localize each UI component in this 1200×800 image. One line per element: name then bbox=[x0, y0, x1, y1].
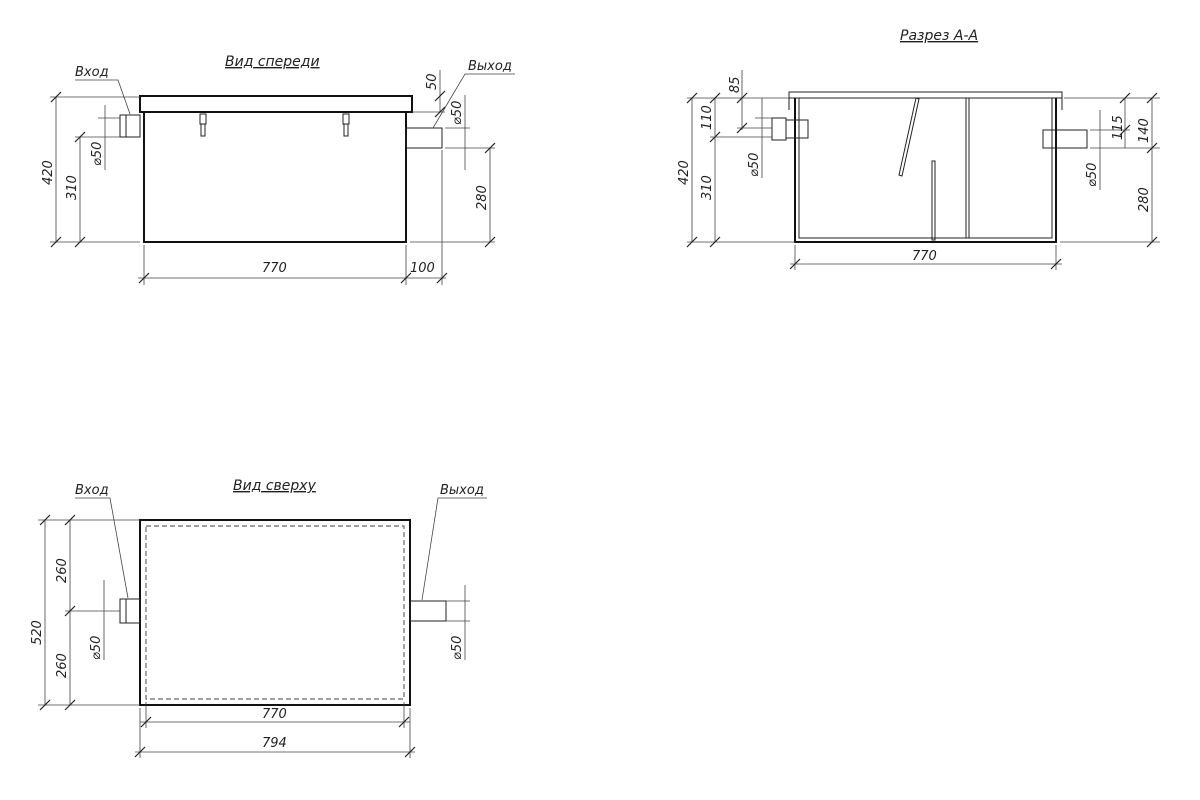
section-dim-inlet-diameter: ⌀50 bbox=[747, 153, 762, 177]
section-dim-outlet-diameter: ⌀50 bbox=[1085, 163, 1100, 187]
section-outlet-pipe bbox=[1042, 129, 1088, 149]
dim-outlet-diameter: ⌀50 bbox=[450, 101, 465, 125]
top-dim-outlet-diameter: ⌀50 bbox=[450, 636, 465, 660]
outlet-pipe bbox=[405, 127, 443, 149]
section-dim-310: 310 bbox=[700, 175, 715, 200]
dim-inlet-diameter: ⌀50 bbox=[90, 142, 105, 166]
section-dim-420: 420 bbox=[677, 160, 692, 185]
dim-100: 100 bbox=[410, 261, 435, 276]
low-baffle bbox=[931, 160, 936, 241]
inlet-label: Вход bbox=[75, 65, 109, 80]
tank-body bbox=[143, 111, 407, 243]
section-dim-110: 110 bbox=[700, 105, 715, 130]
outlet-label: Выход bbox=[468, 59, 512, 74]
top-dim-inlet-diameter: ⌀50 bbox=[89, 636, 104, 660]
inclined-baffle bbox=[898, 97, 920, 177]
top-dim-770: 770 bbox=[262, 707, 287, 722]
dim-420: 420 bbox=[41, 160, 56, 185]
latch-left bbox=[199, 113, 207, 137]
section-dim-280: 280 bbox=[1137, 187, 1152, 212]
inner-outline bbox=[145, 525, 405, 700]
top-outlet-pipe bbox=[409, 600, 447, 622]
top-dim-794: 794 bbox=[262, 736, 287, 751]
top-inlet-pipe bbox=[119, 598, 141, 624]
latch-right bbox=[342, 113, 350, 137]
divider-wall bbox=[965, 97, 970, 239]
section-inlet-pipe bbox=[771, 117, 787, 141]
tank-outline bbox=[139, 519, 411, 706]
section-dim-140: 140 bbox=[1137, 118, 1152, 143]
inlet-pipe bbox=[119, 114, 141, 138]
top-view: Вид сверху Вход Выход 520 260 260 ⌀50 ⌀5… bbox=[30, 478, 487, 758]
section-body bbox=[794, 98, 1057, 243]
top-dim-260-upper: 260 bbox=[55, 558, 70, 583]
top-dim-520: 520 bbox=[30, 620, 45, 645]
dim-50: 50 bbox=[425, 73, 440, 90]
section-dim-85: 85 bbox=[728, 76, 743, 93]
top-outlet-label: Выход bbox=[440, 483, 484, 498]
section-dim-115: 115 bbox=[1111, 115, 1126, 140]
section-lid bbox=[788, 91, 1063, 99]
section-view: Разрез А-А 420 110 310 85 ⌀50 140 280 11… bbox=[677, 28, 1160, 270]
lid bbox=[139, 95, 413, 113]
top-dim-260-lower: 260 bbox=[55, 653, 70, 678]
top-inlet-label: Вход bbox=[75, 483, 109, 498]
front-view-title: Вид спереди bbox=[225, 54, 320, 70]
top-view-title: Вид сверху bbox=[233, 478, 317, 494]
section-view-title: Разрез А-А bbox=[900, 28, 978, 44]
dim-310: 310 bbox=[65, 175, 80, 200]
dim-280: 280 bbox=[475, 185, 490, 210]
dim-770: 770 bbox=[262, 261, 287, 276]
section-dim-770: 770 bbox=[912, 249, 937, 264]
front-view: Вид спереди Вход Выход 420 310 ⌀50 50 ⌀5… bbox=[41, 54, 515, 285]
